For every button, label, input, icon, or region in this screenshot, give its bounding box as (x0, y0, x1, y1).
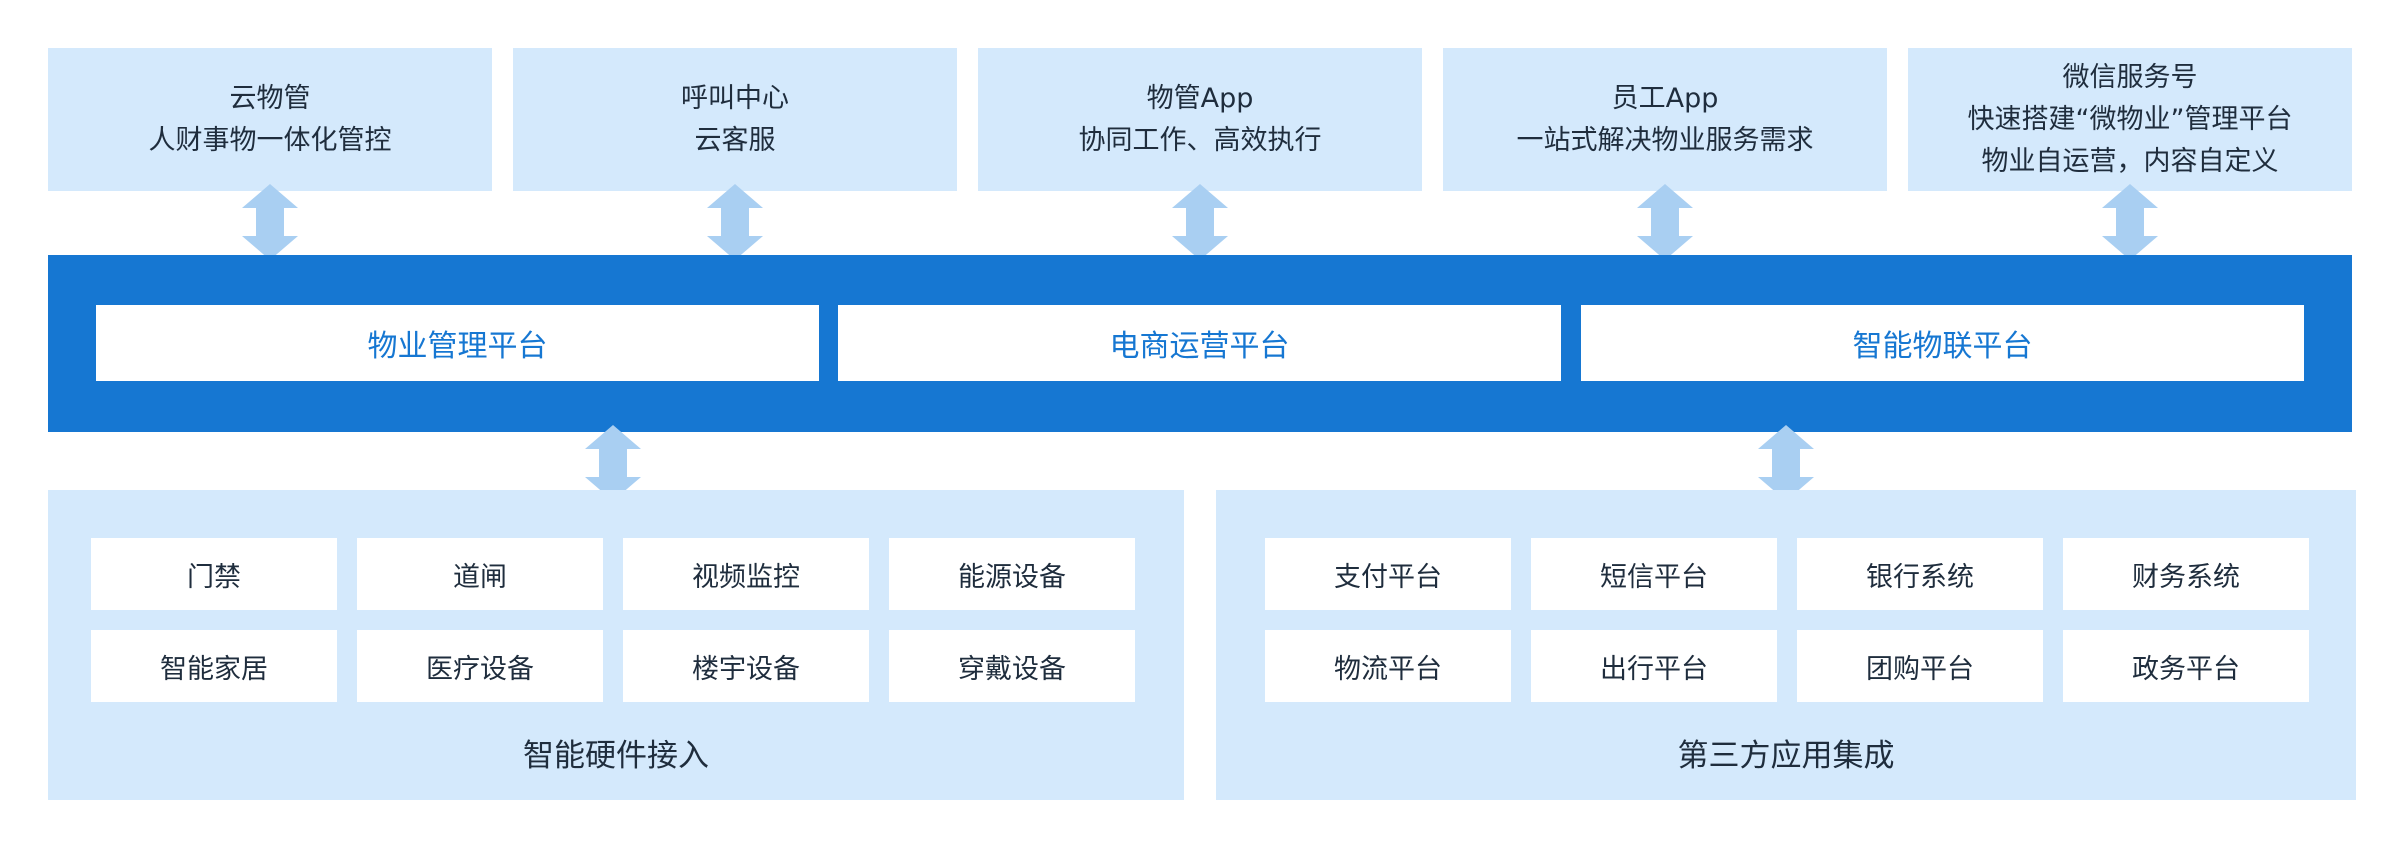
thirdparty-item: 支付平台 (1265, 538, 1511, 610)
top-card-property-app: 物管App 协同工作、高效执行 (978, 48, 1422, 191)
card-subtitle: 云客服 (694, 124, 776, 156)
card-title: 物管App (1146, 82, 1254, 114)
card-subtitle-2: 物业自运营，内容自定义 (1981, 145, 2279, 177)
double-arrow-icon (1758, 425, 1814, 501)
hardware-item: 智能家居 (91, 630, 337, 702)
top-card-call-center: 呼叫中心 云客服 (513, 48, 957, 191)
thirdparty-item: 财务系统 (2063, 538, 2309, 610)
top-card-cloud-property: 云物管 人财事物一体化管控 (48, 48, 492, 191)
thirdparty-item: 政务平台 (2063, 630, 2309, 702)
double-arrow-icon (585, 425, 641, 501)
hardware-panel-title: 智能硬件接入 (523, 738, 709, 774)
hardware-item: 医疗设备 (357, 630, 603, 702)
card-title: 微信服务号 (2062, 61, 2198, 93)
hardware-item: 楼宇设备 (623, 630, 869, 702)
double-arrow-icon (2102, 184, 2158, 260)
thirdparty-item: 团购平台 (1797, 630, 2043, 702)
platform-band: 物业管理平台 电商运营平台 智能物联平台 (48, 255, 2352, 432)
hardware-item: 视频监控 (623, 538, 869, 610)
hardware-item: 道闸 (357, 538, 603, 610)
hardware-item: 门禁 (91, 538, 337, 610)
thirdparty-item: 物流平台 (1265, 630, 1511, 702)
card-subtitle: 一站式解决物业服务需求 (1516, 124, 1814, 156)
hardware-item: 穿戴设备 (889, 630, 1135, 702)
card-title: 员工App (1611, 82, 1719, 114)
double-arrow-icon (707, 184, 763, 260)
card-subtitle: 快速搭建“微物业”管理平台 (1967, 103, 2293, 135)
platform-smart-iot: 智能物联平台 (1581, 305, 2304, 381)
hardware-panel: 门禁 道闸 视频监控 能源设备 智能家居 医疗设备 楼宇设备 穿戴设备 智能硬件… (48, 490, 1184, 800)
card-title: 呼叫中心 (681, 82, 789, 114)
double-arrow-icon (242, 184, 298, 260)
top-card-staff-app: 员工App 一站式解决物业服务需求 (1443, 48, 1887, 191)
thirdparty-item: 银行系统 (1797, 538, 2043, 610)
card-title: 云物管 (229, 82, 311, 114)
thirdparty-panel-title: 第三方应用集成 (1677, 738, 1895, 774)
platform-property-management: 物业管理平台 (96, 305, 819, 381)
platform-ecommerce-operation: 电商运营平台 (838, 305, 1561, 381)
top-card-wechat-account: 微信服务号 快速搭建“微物业”管理平台 物业自运营，内容自定义 (1908, 48, 2352, 191)
hardware-item: 能源设备 (889, 538, 1135, 610)
double-arrow-icon (1637, 184, 1693, 260)
thirdparty-item: 出行平台 (1531, 630, 1777, 702)
thirdparty-panel: 支付平台 短信平台 银行系统 财务系统 物流平台 出行平台 团购平台 政务平台 … (1216, 490, 2356, 800)
card-subtitle: 协同工作、高效执行 (1078, 124, 1322, 156)
card-subtitle: 人财事物一体化管控 (148, 124, 392, 156)
thirdparty-item: 短信平台 (1531, 538, 1777, 610)
double-arrow-icon (1172, 184, 1228, 260)
